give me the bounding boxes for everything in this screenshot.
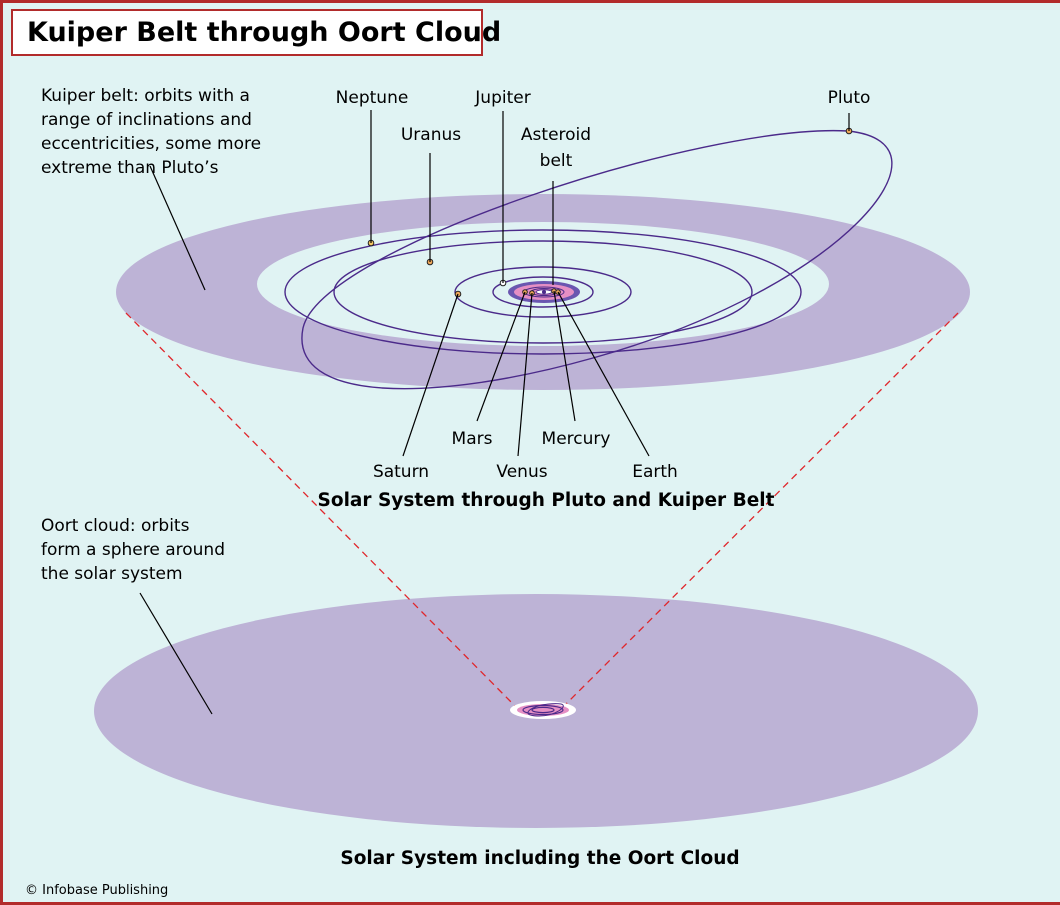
zoom-connector-right — [563, 312, 959, 707]
oort-note-line2: form a sphere around — [41, 540, 225, 560]
caption-lower: Solar System including the Oort Cloud — [340, 848, 739, 869]
label-mercury: Mercury — [542, 429, 611, 449]
uranus-orbit — [333, 240, 753, 344]
kuiper-note-line3: eccentricities, some more — [41, 134, 261, 154]
kuiper-note-leader — [149, 165, 206, 291]
oort-note: Oort cloud: orbits form a sphere around … — [41, 516, 225, 584]
label-neptune: Neptune — [336, 88, 409, 108]
label-jupiter: Jupiter — [474, 88, 530, 108]
mini-orbit-outer — [522, 704, 564, 716]
jupiter-orbit — [492, 276, 594, 308]
zoom-connector-left — [125, 312, 516, 707]
mercury-leader — [553, 290, 576, 422]
caption-upper: Solar System through Pluto and Kuiper Be… — [318, 490, 775, 511]
publisher-credit: © Infobase Publishing — [25, 883, 168, 898]
kuiper-note-line2: range of inclinations and — [41, 110, 252, 130]
earth-leader — [557, 291, 650, 457]
sun — [542, 290, 546, 294]
zoom-connectors — [125, 312, 959, 707]
planet-orbits — [284, 129, 893, 390]
label-uranus: Uranus — [401, 125, 461, 145]
saturn-orbit — [454, 266, 632, 318]
oort-note-leader — [139, 592, 213, 715]
label-earth: Earth — [632, 462, 678, 482]
neptune-orbit — [284, 229, 802, 355]
kuiper-note-line4: extreme than Pluto’s — [41, 158, 219, 178]
mini-pluto-orbit — [527, 703, 564, 717]
label-asteroid-belt-line1: Asteroid — [521, 125, 591, 145]
figure-title: Kuiper Belt through Oort Cloud — [11, 9, 501, 56]
mars-leader — [476, 291, 526, 422]
label-saturn: Saturn — [373, 462, 429, 482]
kuiper-note-line1: Kuiper belt: orbits with a — [41, 86, 250, 106]
label-mars: Mars — [452, 429, 493, 449]
label-venus: Venus — [496, 462, 547, 482]
oort-note-line3: the solar system — [41, 564, 183, 584]
leader-lines — [139, 110, 850, 715]
oort-note-line1: Oort cloud: orbits — [41, 516, 190, 536]
oort-center-miniature — [510, 701, 576, 719]
planet-labels: Neptune Jupiter Pluto Uranus Asteroid be… — [336, 88, 871, 482]
mini-orbit-inner — [531, 706, 555, 714]
inner-system — [508, 281, 580, 303]
label-pluto: Pluto — [828, 88, 871, 108]
kuiper-note: Kuiper belt: orbits with a range of incl… — [41, 86, 261, 178]
label-asteroid-belt-line2: belt — [540, 151, 573, 171]
venus-leader — [517, 292, 533, 457]
saturn-leader — [402, 293, 459, 457]
solar-system-diagram: Neptune Jupiter Pluto Uranus Asteroid be… — [25, 86, 978, 898]
pluto-orbit — [301, 129, 893, 390]
